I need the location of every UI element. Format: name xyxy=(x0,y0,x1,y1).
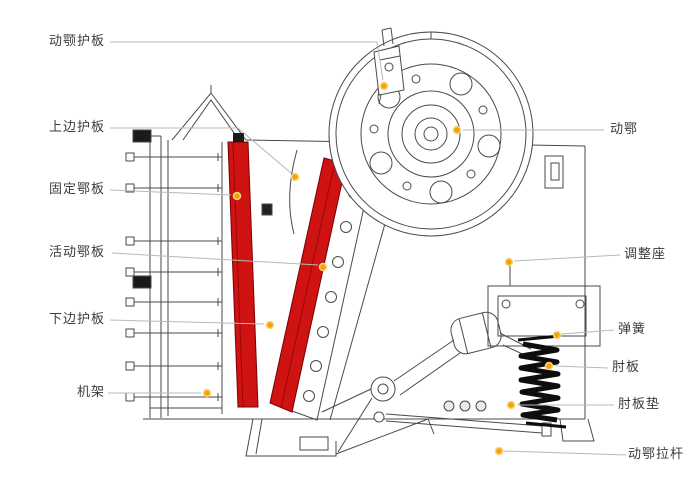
movable-jaw-plate-seam xyxy=(280,160,336,409)
spring xyxy=(517,334,567,429)
label-fixed-jaw-plate: 固定鄂板 xyxy=(48,182,105,197)
marker-toggle-plate xyxy=(544,361,554,371)
flywheel xyxy=(328,31,534,237)
left-frame xyxy=(125,85,247,418)
label-movable-jaw-plate: 活动鄂板 xyxy=(48,245,105,260)
toggle-pad-hole xyxy=(459,400,471,412)
label-toggle-plate-pad: 肘板垫 xyxy=(618,397,661,412)
label-lower-side-guard-plate: 下边护板 xyxy=(48,312,105,327)
label-spring: 弹簧 xyxy=(618,322,647,337)
leader-lines xyxy=(108,41,627,456)
tie-rod xyxy=(385,413,543,427)
toggle-mechanism xyxy=(370,311,552,437)
fixed-jaw-top-bolt xyxy=(233,133,244,142)
marker-upper-side-guard-plate xyxy=(290,172,300,182)
label-moving-jaw-tie-rod: 动鄂拉杆 xyxy=(628,447,685,462)
toggle-pad-hole xyxy=(443,400,455,412)
toggle-pivot xyxy=(370,376,396,402)
clamp-bolt-lower xyxy=(132,275,152,289)
marker-moving-jaw-guard-plate xyxy=(379,81,389,91)
clamp-bolt-upper xyxy=(132,129,152,143)
label-moving-jaw-guard-plate: 动颚护板 xyxy=(48,34,105,49)
marker-movable-jaw-plate xyxy=(318,262,328,272)
flywheel-hole xyxy=(477,134,501,158)
fixed-jaw-plate xyxy=(227,141,259,408)
marker-adjustment-seat xyxy=(504,257,514,267)
marker-tie-rod xyxy=(494,446,504,456)
marker-moving-jaw xyxy=(452,125,462,135)
label-frame: 机架 xyxy=(76,385,105,400)
marker-frame xyxy=(202,388,212,398)
adjustment-seat xyxy=(487,264,601,347)
label-moving-jaw: 动鄂 xyxy=(610,122,639,137)
flywheel-hole xyxy=(429,180,453,204)
marker-toggle-plate-pad xyxy=(506,400,516,410)
base-feet xyxy=(245,397,595,457)
marker-fixed-jaw-plate xyxy=(232,191,242,201)
marker-dots xyxy=(202,81,562,456)
label-upper-side-guard-plate: 上边护板 xyxy=(48,120,105,135)
flywheel-hole xyxy=(369,151,393,175)
toggle-cylinder xyxy=(450,311,502,355)
marker-spring xyxy=(552,330,562,340)
spring-coil xyxy=(518,341,561,423)
label-adjustment-seat: 调整座 xyxy=(624,247,667,262)
flywheel-hole xyxy=(449,72,473,96)
fixed-jaw-plate-seam xyxy=(232,141,244,408)
marker-lower-side-guard-plate xyxy=(265,320,275,330)
label-toggle-plate: 肘板 xyxy=(612,360,641,375)
toggle-pad-hole xyxy=(475,400,487,412)
